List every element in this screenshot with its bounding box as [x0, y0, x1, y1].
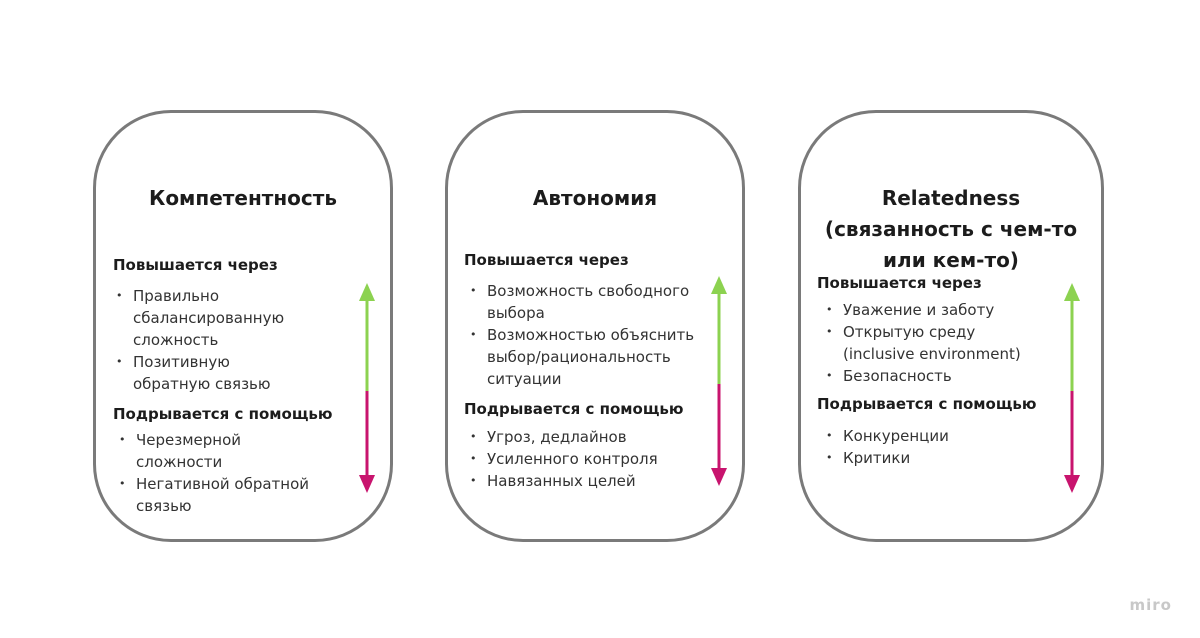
arrow-up-head — [711, 276, 727, 294]
decrease-list: Конкуренции Критики — [823, 425, 1023, 469]
double-arrow-icon — [358, 283, 376, 493]
decrease-list: Угроз, дедлайнов Усиленного контроля Нав… — [467, 426, 682, 492]
double-arrow-icon — [710, 276, 728, 486]
list-item: Навязанных целей — [467, 470, 682, 492]
arrow-up-head — [359, 283, 375, 301]
card-title: Компетентность — [148, 186, 338, 210]
list-item: Угроз, дедлайнов — [467, 426, 682, 448]
double-arrow-icon — [1063, 283, 1081, 493]
list-item: Критики — [823, 447, 1023, 469]
increase-list: Правильно сбалансированную сложность Поз… — [113, 285, 303, 395]
card-autonomy: Автономия Повышается через Возможность с… — [445, 110, 745, 542]
list-item: Черезмерной сложности — [116, 429, 331, 473]
arrow-up-head — [1064, 283, 1080, 301]
card-title: Автономия — [532, 186, 658, 210]
list-item: Позитивную обратную связью — [113, 351, 303, 395]
decrease-list: Черезмерной сложности Негативной обратно… — [116, 429, 331, 517]
arrow-down-head — [359, 475, 375, 493]
increase-list: Уважение и заботу Открытую среду (inclus… — [823, 299, 1023, 387]
list-item: Негативной обратной связью — [116, 473, 331, 517]
list-item: Усиленного контроля — [467, 448, 682, 470]
decrease-label: Подрывается с помощью — [464, 400, 684, 418]
list-item: Возможностью объяснить выбор/рационально… — [467, 324, 697, 390]
decrease-label: Подрывается с помощью — [817, 395, 1037, 413]
list-item: Правильно сбалансированную сложность — [113, 285, 303, 351]
list-item: Конкуренции — [823, 425, 1023, 447]
increase-label: Повышается через — [464, 251, 629, 269]
card-relatedness: Relatedness (связанность с чем-то или ке… — [798, 110, 1104, 542]
card-title: Relatedness (связанность с чем-то или ке… — [824, 186, 1078, 272]
increase-label: Повышается через — [817, 274, 982, 292]
miro-watermark: miro — [1129, 596, 1172, 614]
arrow-down-head — [1064, 475, 1080, 493]
list-item: Уважение и заботу — [823, 299, 1023, 321]
list-item: Открытую среду (inclusive environment) — [823, 321, 1023, 365]
increase-label: Повышается через — [113, 256, 278, 274]
list-item: Безопасность — [823, 365, 1023, 387]
card-competence: Компетентность Повышается через Правильн… — [93, 110, 393, 542]
increase-list: Возможность свободного выбора Возможност… — [467, 280, 697, 390]
list-item: Возможность свободного выбора — [467, 280, 697, 324]
arrow-down-head — [711, 468, 727, 486]
decrease-label: Подрывается с помощью — [113, 405, 333, 423]
